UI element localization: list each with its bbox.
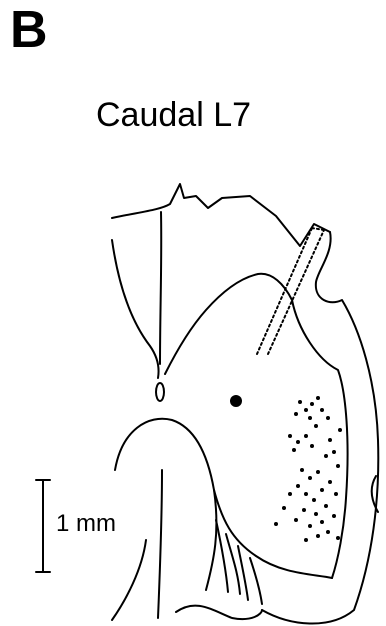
right-dorsal-horn-outline	[165, 274, 348, 578]
ventral-arch-outline	[115, 419, 216, 590]
left-dorsal-horn-outline	[112, 240, 159, 378]
marker-dot	[230, 395, 242, 407]
dorsal-root-tract-right	[268, 230, 324, 354]
lateral-white-matter-outline	[262, 232, 378, 624]
scale-bar	[36, 480, 50, 572]
labeled-cells	[274, 396, 342, 542]
dorsal-root-tract-left	[257, 228, 312, 354]
dorsal-outline	[112, 184, 330, 246]
dorsal-median-septum	[160, 212, 161, 364]
ventral-root-strand	[216, 520, 228, 592]
ventral-median-fissure	[158, 470, 162, 618]
ventral-root-strand	[250, 558, 262, 604]
ventral-bottom-outline	[176, 606, 262, 620]
scale-bar-label: 1 mm	[56, 512, 116, 536]
ventral-horn-lower-outline	[214, 490, 332, 578]
central-canal	[156, 383, 164, 401]
ventral-left-outline	[112, 540, 146, 620]
